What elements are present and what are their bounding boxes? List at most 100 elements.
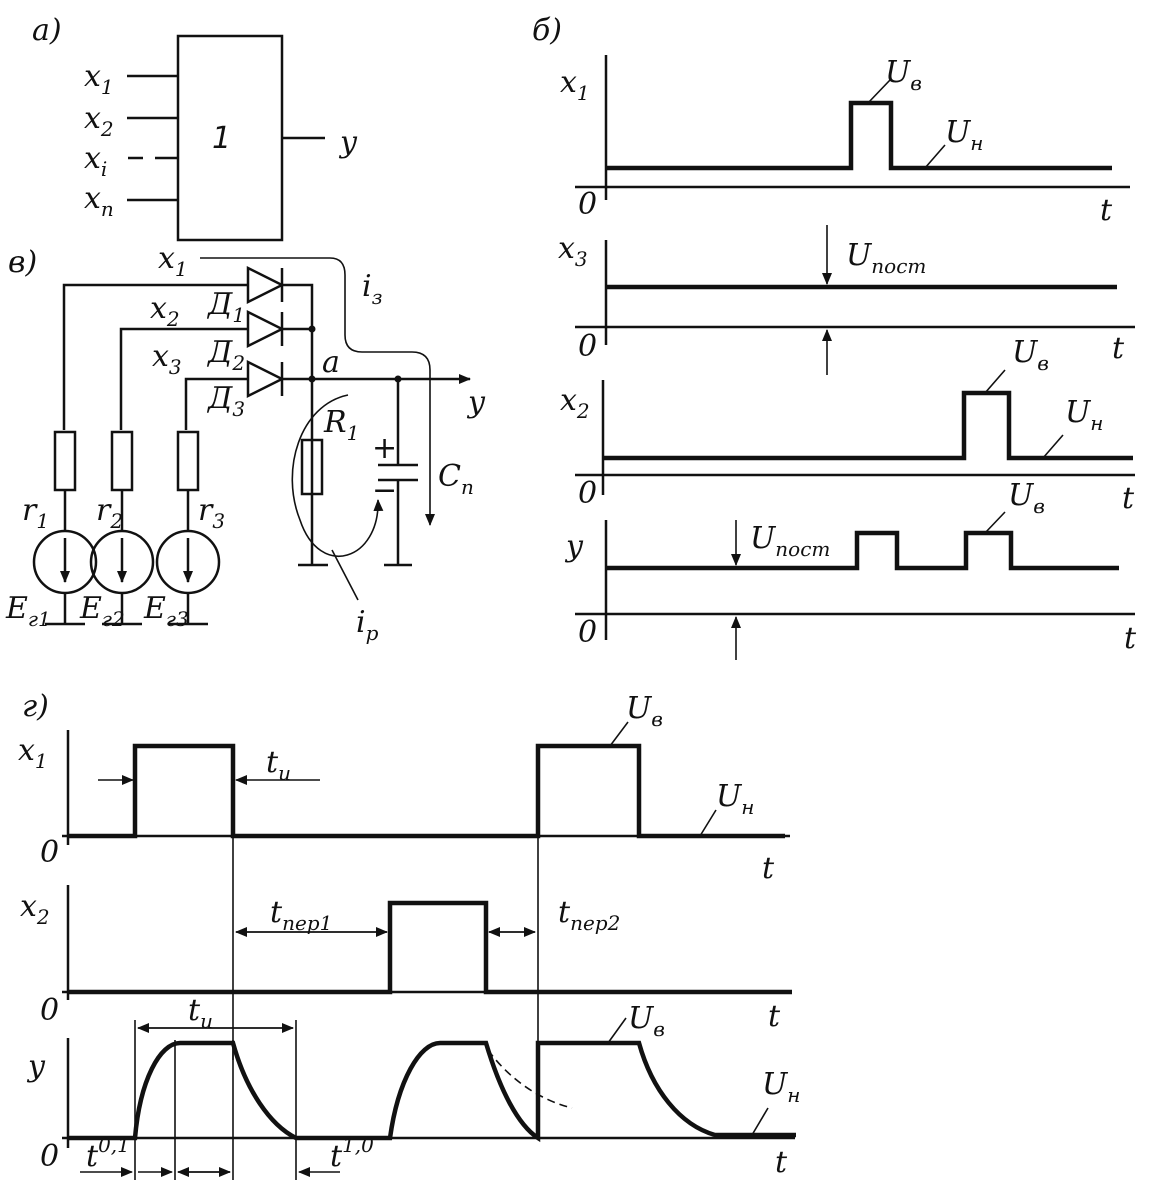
source-resistor-label-2: r2 xyxy=(96,493,123,533)
panel-c-circuit: в) + − xyxy=(5,241,486,645)
leader-line xyxy=(867,79,891,104)
gate-input-label-x1: x1 xyxy=(84,59,114,99)
discharge-current-loop xyxy=(291,394,384,558)
waveform-x1 xyxy=(606,100,1112,171)
time-axis-label: t xyxy=(762,851,775,886)
panel-d-tag: г) xyxy=(22,689,49,724)
source-resistor-label-1: r1 xyxy=(22,493,49,533)
transition-delay-1-label: tпер1 xyxy=(270,895,332,935)
waveform-x1 xyxy=(68,743,785,839)
origin-label: 0 xyxy=(578,329,597,364)
diode-1 xyxy=(246,265,285,305)
source-resistor-2 xyxy=(110,430,134,492)
leader-line xyxy=(699,809,717,837)
high-level-label: Uв xyxy=(885,55,922,95)
low-level-label: Uн xyxy=(762,1067,800,1107)
dashed-decay-curve xyxy=(487,1049,573,1109)
signal-label: x3 xyxy=(558,231,588,271)
charge-current-arrow xyxy=(200,257,435,526)
input-label-x2: x2 xyxy=(150,291,180,331)
time-axis-label: t xyxy=(1122,481,1135,516)
generator-branch-3 xyxy=(155,430,221,626)
panel-a-tag: а) xyxy=(32,13,62,48)
fall-time-label: t1,0 xyxy=(330,1133,374,1174)
diode-label-3: Д3 xyxy=(206,381,245,421)
or-gate-label: 1 xyxy=(212,121,231,156)
input-wire-3 xyxy=(184,377,248,430)
origin-label: 0 xyxy=(578,615,597,650)
input-wire-1 xyxy=(62,283,248,430)
signal-label: y xyxy=(564,529,584,564)
generator-branch-2 xyxy=(89,430,155,626)
input-wire-2 xyxy=(119,327,248,430)
waveform-y xyxy=(606,530,1119,571)
low-level-label: Uн xyxy=(716,779,754,819)
time-axis-label: t xyxy=(1100,193,1113,228)
gate-input-label-xn: xп xyxy=(84,181,114,221)
origin-label: 0 xyxy=(578,187,597,222)
diode-3 xyxy=(246,359,285,399)
capacitor-label: Cп xyxy=(438,459,474,499)
gate-input-label-x2: x2 xyxy=(84,101,114,141)
leader-line xyxy=(609,721,629,747)
high-level-label: Uв xyxy=(626,691,663,731)
waveform-y xyxy=(68,1040,796,1143)
leader-line xyxy=(1042,434,1064,459)
origin-label: 0 xyxy=(578,476,597,511)
source-label-1: Eг1 xyxy=(5,591,51,631)
origin-label: 0 xyxy=(40,993,59,1028)
leader-line xyxy=(924,144,946,169)
signal-label: x2 xyxy=(20,889,50,929)
source-resistor-1 xyxy=(53,430,77,492)
panel-c-tag: в) xyxy=(8,245,37,280)
high-level-label: Uв xyxy=(628,1001,665,1041)
output-label: y xyxy=(466,385,486,420)
diode-label-1: Д1 xyxy=(206,287,245,327)
load-resistor xyxy=(300,438,324,496)
origin-label: 0 xyxy=(40,835,59,870)
capacitor-plus-label: + xyxy=(372,431,397,466)
leader-line xyxy=(607,1017,627,1044)
signal-label: y xyxy=(26,1049,46,1084)
load-resistor-label: R1 xyxy=(323,405,359,445)
panel-a-logic-symbol: а) 1 x1 x2 xi xп y xyxy=(32,13,358,242)
discharge-current-label: iр xyxy=(356,605,379,645)
panel-b-row-x2: x2 0 t Uв Uн xyxy=(560,335,1135,516)
node-a-dot xyxy=(308,375,316,383)
low-level-label: Uн xyxy=(945,115,983,155)
time-axis-label: t xyxy=(1112,331,1125,366)
panel-b-tag: б) xyxy=(532,13,562,48)
low-level-label: Uн xyxy=(1065,395,1103,435)
source-resistor-label-3: r3 xyxy=(198,493,225,533)
diode-label-2: Д2 xyxy=(206,335,245,375)
input-label-x3: x3 xyxy=(152,339,182,379)
diode-2 xyxy=(246,309,285,349)
origin-label: 0 xyxy=(40,1139,59,1174)
signal-label: x2 xyxy=(560,383,590,423)
charge-current-label: iз xyxy=(362,269,383,309)
signal-label: x1 xyxy=(18,733,48,773)
panel-b-row-x3: x3 0 t Uпост xyxy=(558,225,1135,375)
pulse-width-label: tи xyxy=(266,745,291,785)
transition-delay-2-label: tпер2 xyxy=(558,895,620,935)
dc-level-label: Uпост xyxy=(846,238,926,278)
dc-level-label: Uпост xyxy=(750,521,830,561)
source-label-2: Eг2 xyxy=(79,591,125,631)
panel-d-row-x2: x2 0 t tпер1 tпер2 xyxy=(20,885,792,1034)
generator-branch-1 xyxy=(32,430,98,626)
panel-d-row-y: y 0 t tи Uв Uн t0,1 t1,0 xyxy=(26,993,800,1180)
leader-line xyxy=(984,511,1006,534)
source-label-3: Eг3 xyxy=(143,591,189,631)
time-axis-label: t xyxy=(1124,621,1137,656)
source-resistor-3 xyxy=(176,430,200,492)
waveform-x2 xyxy=(603,390,1133,461)
leader-line xyxy=(331,549,359,601)
panel-b-timing: б) x1 0 t Uв Uн x3 0 t Uпост xyxy=(532,13,1137,660)
rise-time-label: t0,1 xyxy=(86,1133,130,1174)
node-a-label: a xyxy=(322,345,340,380)
pulse-width-label: tи xyxy=(188,993,213,1033)
time-axis-label: t xyxy=(768,999,781,1034)
gate-output-label: y xyxy=(338,125,358,160)
gate-input-label-xi: xi xyxy=(84,141,107,181)
